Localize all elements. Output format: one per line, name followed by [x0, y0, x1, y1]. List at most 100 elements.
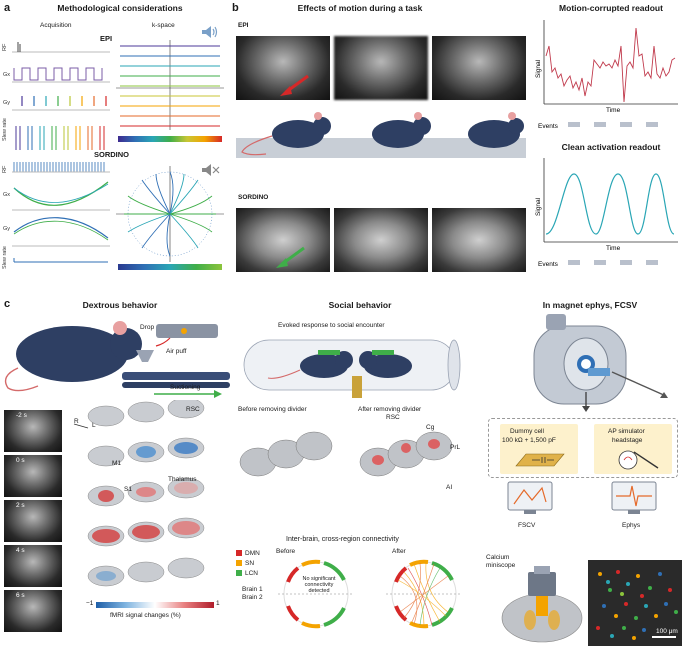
- brain1-label: Brain 1: [242, 586, 263, 593]
- panel-c-letter: c: [4, 298, 11, 310]
- green-arrow-icon: [276, 246, 305, 268]
- epi-frame-1: [236, 36, 330, 100]
- dummy-cell-board: [515, 453, 565, 467]
- before-label: Before: [276, 548, 296, 555]
- sordino-row-label: SORDINO: [238, 194, 269, 201]
- calcium-label: Calcium: [486, 554, 510, 561]
- ephys-label: Ephys: [622, 522, 641, 529]
- social-region-prl: PrL: [450, 444, 461, 451]
- svg-text:RF: RF: [2, 43, 8, 51]
- svg-text:Gx: Gx: [3, 72, 10, 78]
- social-tube: [243, 339, 461, 398]
- time-label-5: 6 s: [16, 592, 25, 599]
- epi-label: EPI: [100, 34, 113, 43]
- sordino-frame-2: [334, 208, 428, 272]
- l-label: L: [92, 422, 96, 429]
- no-sig-label: No significant connectivity detected: [302, 576, 336, 594]
- legend-swatch: [236, 550, 242, 556]
- epi-colorbar: [118, 136, 222, 142]
- chord-before: [278, 559, 354, 629]
- dextrous-setup: [4, 321, 230, 398]
- colorbar-max: 1: [216, 600, 220, 607]
- sordino-waveforms: RF Gx Gy Slew rate: [2, 162, 110, 269]
- headstage-probe: [618, 450, 659, 470]
- kspace-label: k-space: [152, 22, 175, 29]
- svg-text:Gx: Gx: [3, 192, 10, 198]
- region-thalamus: Thalamus: [168, 476, 197, 483]
- events-label-2: Events: [538, 261, 559, 268]
- epi-frame-3: [432, 36, 526, 100]
- sordino-label: SORDINO: [94, 150, 130, 159]
- after-divider-label: After removing divider: [358, 406, 422, 413]
- epi-row-label: EPI: [238, 22, 249, 29]
- epi-frame-2: [334, 36, 428, 100]
- before-divider-label: Before removing divider: [238, 406, 307, 413]
- region-rsc: RSC: [186, 406, 200, 413]
- speaker-muted-icon: [202, 164, 220, 176]
- region-m1: M1: [112, 460, 122, 467]
- signal-axis-label-2: Signal: [535, 197, 542, 216]
- legend-swatch: [236, 560, 242, 566]
- panel-a-title: Methodological considerations: [57, 3, 183, 13]
- time-label-3: 2 s: [16, 502, 25, 509]
- mice-in-scanner: [236, 112, 526, 158]
- ephys-monitor: [611, 481, 657, 514]
- after-label: After: [392, 548, 406, 555]
- legend-text: DMN: [245, 549, 260, 557]
- time-label-2: 0 s: [16, 457, 25, 464]
- legend-item-sn: SN: [236, 558, 260, 568]
- svg-text:Slew rate: Slew rate: [2, 118, 8, 141]
- colorbar-min: −1: [86, 600, 94, 607]
- epi-waveforms: RF Gx Gy Slew rate: [2, 42, 110, 150]
- time-axis-label-2: Time: [606, 245, 621, 252]
- video-frame-3: [4, 500, 62, 542]
- time-label-1: -2 s: [16, 412, 27, 419]
- brain2-label: Brain 2: [242, 594, 263, 601]
- dummy-values-label: 100 kΩ + 1,500 pF: [502, 437, 556, 444]
- miniscope-brain: [501, 566, 583, 643]
- r-label: R: [74, 418, 79, 425]
- suctioning-label: Suctioning: [170, 384, 201, 391]
- ap-sim-label: AP simulator: [608, 428, 645, 435]
- sordino-frame-3: [432, 208, 526, 272]
- air-puff-label: Air puff: [166, 348, 187, 355]
- social-brain-slices: [239, 431, 453, 477]
- svg-text:Gy: Gy: [3, 226, 10, 232]
- legend-item-lcn: LCN: [236, 568, 260, 578]
- legend-swatch: [236, 570, 242, 576]
- interbrain-label: Inter-brain, cross-region connectivity: [286, 536, 399, 543]
- evoked-label: Evoked response to social encounter: [278, 322, 385, 329]
- video-frame-1: [4, 410, 62, 452]
- time-axis-label-1: Time: [606, 107, 621, 114]
- clean-title: Clean activation readout: [561, 142, 661, 152]
- epi-kspace: [116, 40, 224, 130]
- corrupted-title: Motion-corrupted readout: [559, 3, 663, 13]
- panel-b-title: Effects of motion during a task: [297, 3, 423, 13]
- equipment-box: [488, 418, 678, 478]
- svg-text:Slew rate: Slew rate: [2, 246, 8, 269]
- time-label-4: 4 s: [16, 547, 25, 554]
- fscv-label: FSCV: [518, 522, 536, 529]
- magnet-scanner: [533, 314, 668, 412]
- region-s1: S1: [124, 486, 132, 493]
- social-region-cg: Cg: [426, 424, 435, 431]
- speaker-on-icon: [202, 26, 218, 38]
- svg-text:RF: RF: [2, 165, 8, 173]
- colorbar-label: fMRI signal changes (%): [110, 612, 181, 619]
- sordino-colorbar: [118, 264, 222, 270]
- network-legend: DMN SN LCN: [236, 548, 260, 578]
- events-label-1: Events: [538, 123, 559, 130]
- fmri-colorbar: [96, 602, 214, 608]
- brain-slice-stack: [73, 400, 205, 587]
- red-arrow-icon: [280, 74, 309, 96]
- calcium-image: [588, 560, 682, 646]
- social-region-ai: AI: [446, 484, 453, 491]
- miniscope-label: miniscope: [486, 562, 516, 569]
- video-frame-5: [4, 590, 62, 632]
- panel-b-letter: b: [232, 2, 239, 14]
- panel-a-letter: a: [4, 2, 11, 14]
- dextrous-title: Dextrous behavior: [82, 300, 158, 310]
- ephys-title: In magnet ephys, FCSV: [542, 300, 638, 310]
- clean-chart: Signal Time Events: [535, 158, 678, 268]
- signal-axis-label-1: Signal: [535, 59, 542, 78]
